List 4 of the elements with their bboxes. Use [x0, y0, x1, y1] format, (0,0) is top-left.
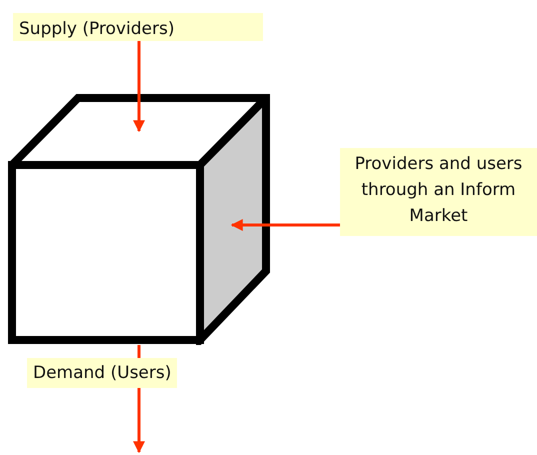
edge-label: Demand (Users) — [27, 358, 178, 388]
cube-drawing — [8, 94, 270, 345]
text-label: Providers and users through an Inform Market — [340, 148, 537, 236]
text-label: Supply (Providers) — [13, 13, 263, 41]
